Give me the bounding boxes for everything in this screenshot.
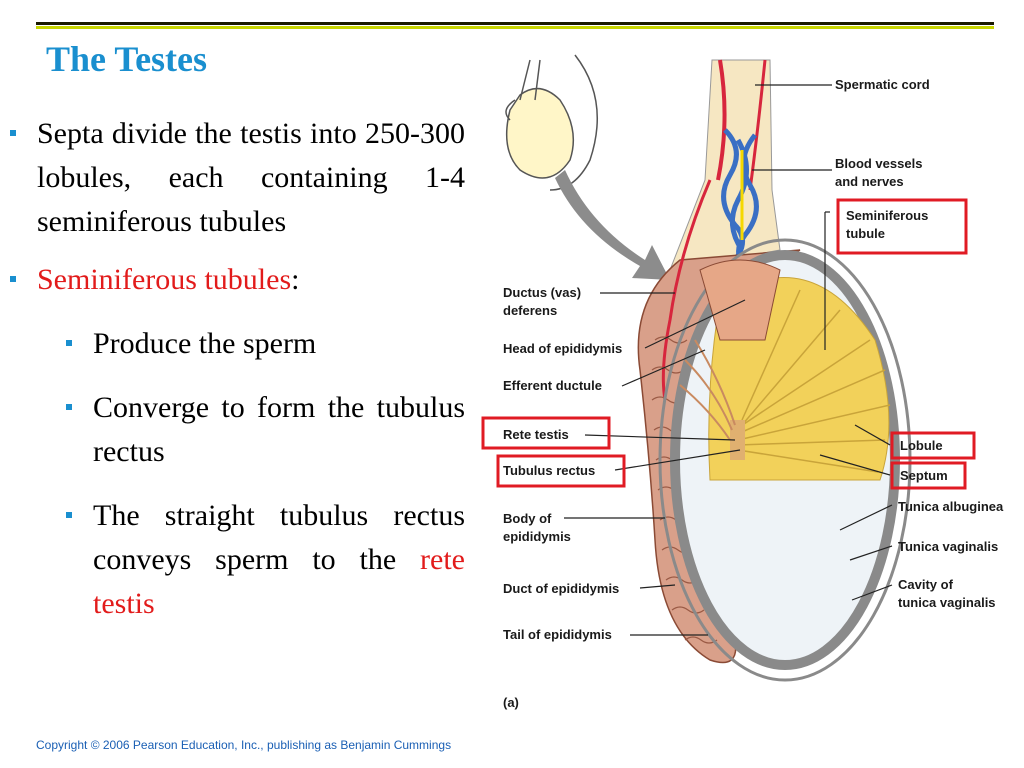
bullet-colon: : bbox=[291, 263, 300, 296]
bullet-list: Septa divide the testis into 250-300 lob… bbox=[10, 112, 465, 626]
ductus-deferens bbox=[661, 179, 712, 401]
label-rete-testis: Rete testis bbox=[503, 427, 569, 442]
label-ductus-1: Ductus (vas) bbox=[503, 285, 581, 300]
bullet-marker bbox=[10, 276, 16, 282]
subbullet-marker bbox=[66, 404, 72, 410]
label-duct-epididymis: Duct of epididymis bbox=[503, 581, 619, 596]
bullet-septa: Septa divide the testis into 250-300 lob… bbox=[10, 112, 465, 244]
cord-artery bbox=[716, 59, 727, 181]
top-rule-accent bbox=[36, 26, 994, 29]
highlight-boxes bbox=[481, 198, 976, 490]
bullet-seminiferous: Seminiferous tubules: bbox=[10, 258, 465, 302]
label-lobule: Lobule bbox=[900, 438, 943, 453]
tunica-vaginalis bbox=[658, 238, 912, 682]
cord-artery-2 bbox=[748, 59, 767, 191]
box-lobule bbox=[890, 431, 976, 460]
box-septum bbox=[890, 461, 967, 490]
orientation-figure bbox=[505, 54, 599, 191]
label-panel-a: (a) bbox=[503, 695, 519, 710]
copyright-footer: Copyright © 2006 Pearson Education, Inc.… bbox=[36, 738, 452, 752]
label-seminiferous-1: Seminiferous bbox=[846, 208, 928, 223]
label-body-1: Body of bbox=[503, 511, 552, 526]
bullet-marker bbox=[10, 130, 16, 136]
label-blood-vessels-1: Blood vessels bbox=[835, 156, 922, 171]
subbullet-text: The straight tubulus rectus conveys sper… bbox=[93, 499, 465, 576]
label-spermatic-cord: Spermatic cord bbox=[835, 77, 930, 92]
top-rule-dark bbox=[36, 22, 994, 25]
subbullet-marker bbox=[66, 340, 72, 346]
subbullet-marker bbox=[66, 512, 72, 518]
subbullet-text: Produce the sperm bbox=[93, 327, 317, 360]
label-cavity-2: tunica vaginalis bbox=[898, 595, 996, 610]
term-rete-testis: rete testis bbox=[93, 543, 465, 620]
rete-testis bbox=[730, 420, 745, 460]
label-ductus-2: deferens bbox=[503, 303, 557, 318]
subbullet-produce: Produce the sperm bbox=[66, 322, 465, 366]
box-seminiferous bbox=[836, 198, 968, 255]
label-tail-epididymis: Tail of epididymis bbox=[503, 627, 612, 642]
efferent-ductules bbox=[679, 339, 736, 441]
blood-vessels bbox=[721, 128, 759, 272]
label-seminiferous-2: tubule bbox=[846, 226, 885, 241]
box-rete-testis bbox=[481, 416, 611, 450]
testis-diagram: Spermatic cord Blood vessels and nerves … bbox=[481, 54, 1004, 710]
label-head-epididymis: Head of epididymis bbox=[503, 341, 622, 356]
label-cavity-1: Cavity of bbox=[898, 577, 954, 592]
label-tunica-albuginea: Tunica albuginea bbox=[898, 499, 1004, 514]
label-body-2: epididymis bbox=[503, 529, 571, 544]
slide-title: The Testes bbox=[46, 39, 208, 79]
subbullet-converge: Converge to form the tubulus rectus bbox=[66, 386, 465, 474]
subbullet-text: Converge to form the tubulus rectus bbox=[93, 391, 465, 468]
box-tubulus-rectus bbox=[496, 454, 626, 488]
label-blood-vessels-2: and nerves bbox=[835, 174, 904, 189]
label-septum: Septum bbox=[900, 468, 948, 483]
seminiferous-region bbox=[699, 259, 781, 341]
term-seminiferous-tubules: Seminiferous tubules bbox=[37, 263, 292, 296]
label-tunica-vaginalis: Tunica vaginalis bbox=[898, 539, 998, 554]
label-tubulus-rectus: Tubulus rectus bbox=[503, 463, 595, 478]
pointer-arrow bbox=[555, 170, 670, 280]
bullet-text: Septa divide the testis into 250-300 lob… bbox=[37, 117, 465, 238]
label-efferent-ductule: Efferent ductule bbox=[503, 378, 602, 393]
lobules bbox=[734, 289, 891, 473]
subbullet-straight: The straight tubulus rectus conveys sper… bbox=[66, 494, 465, 626]
